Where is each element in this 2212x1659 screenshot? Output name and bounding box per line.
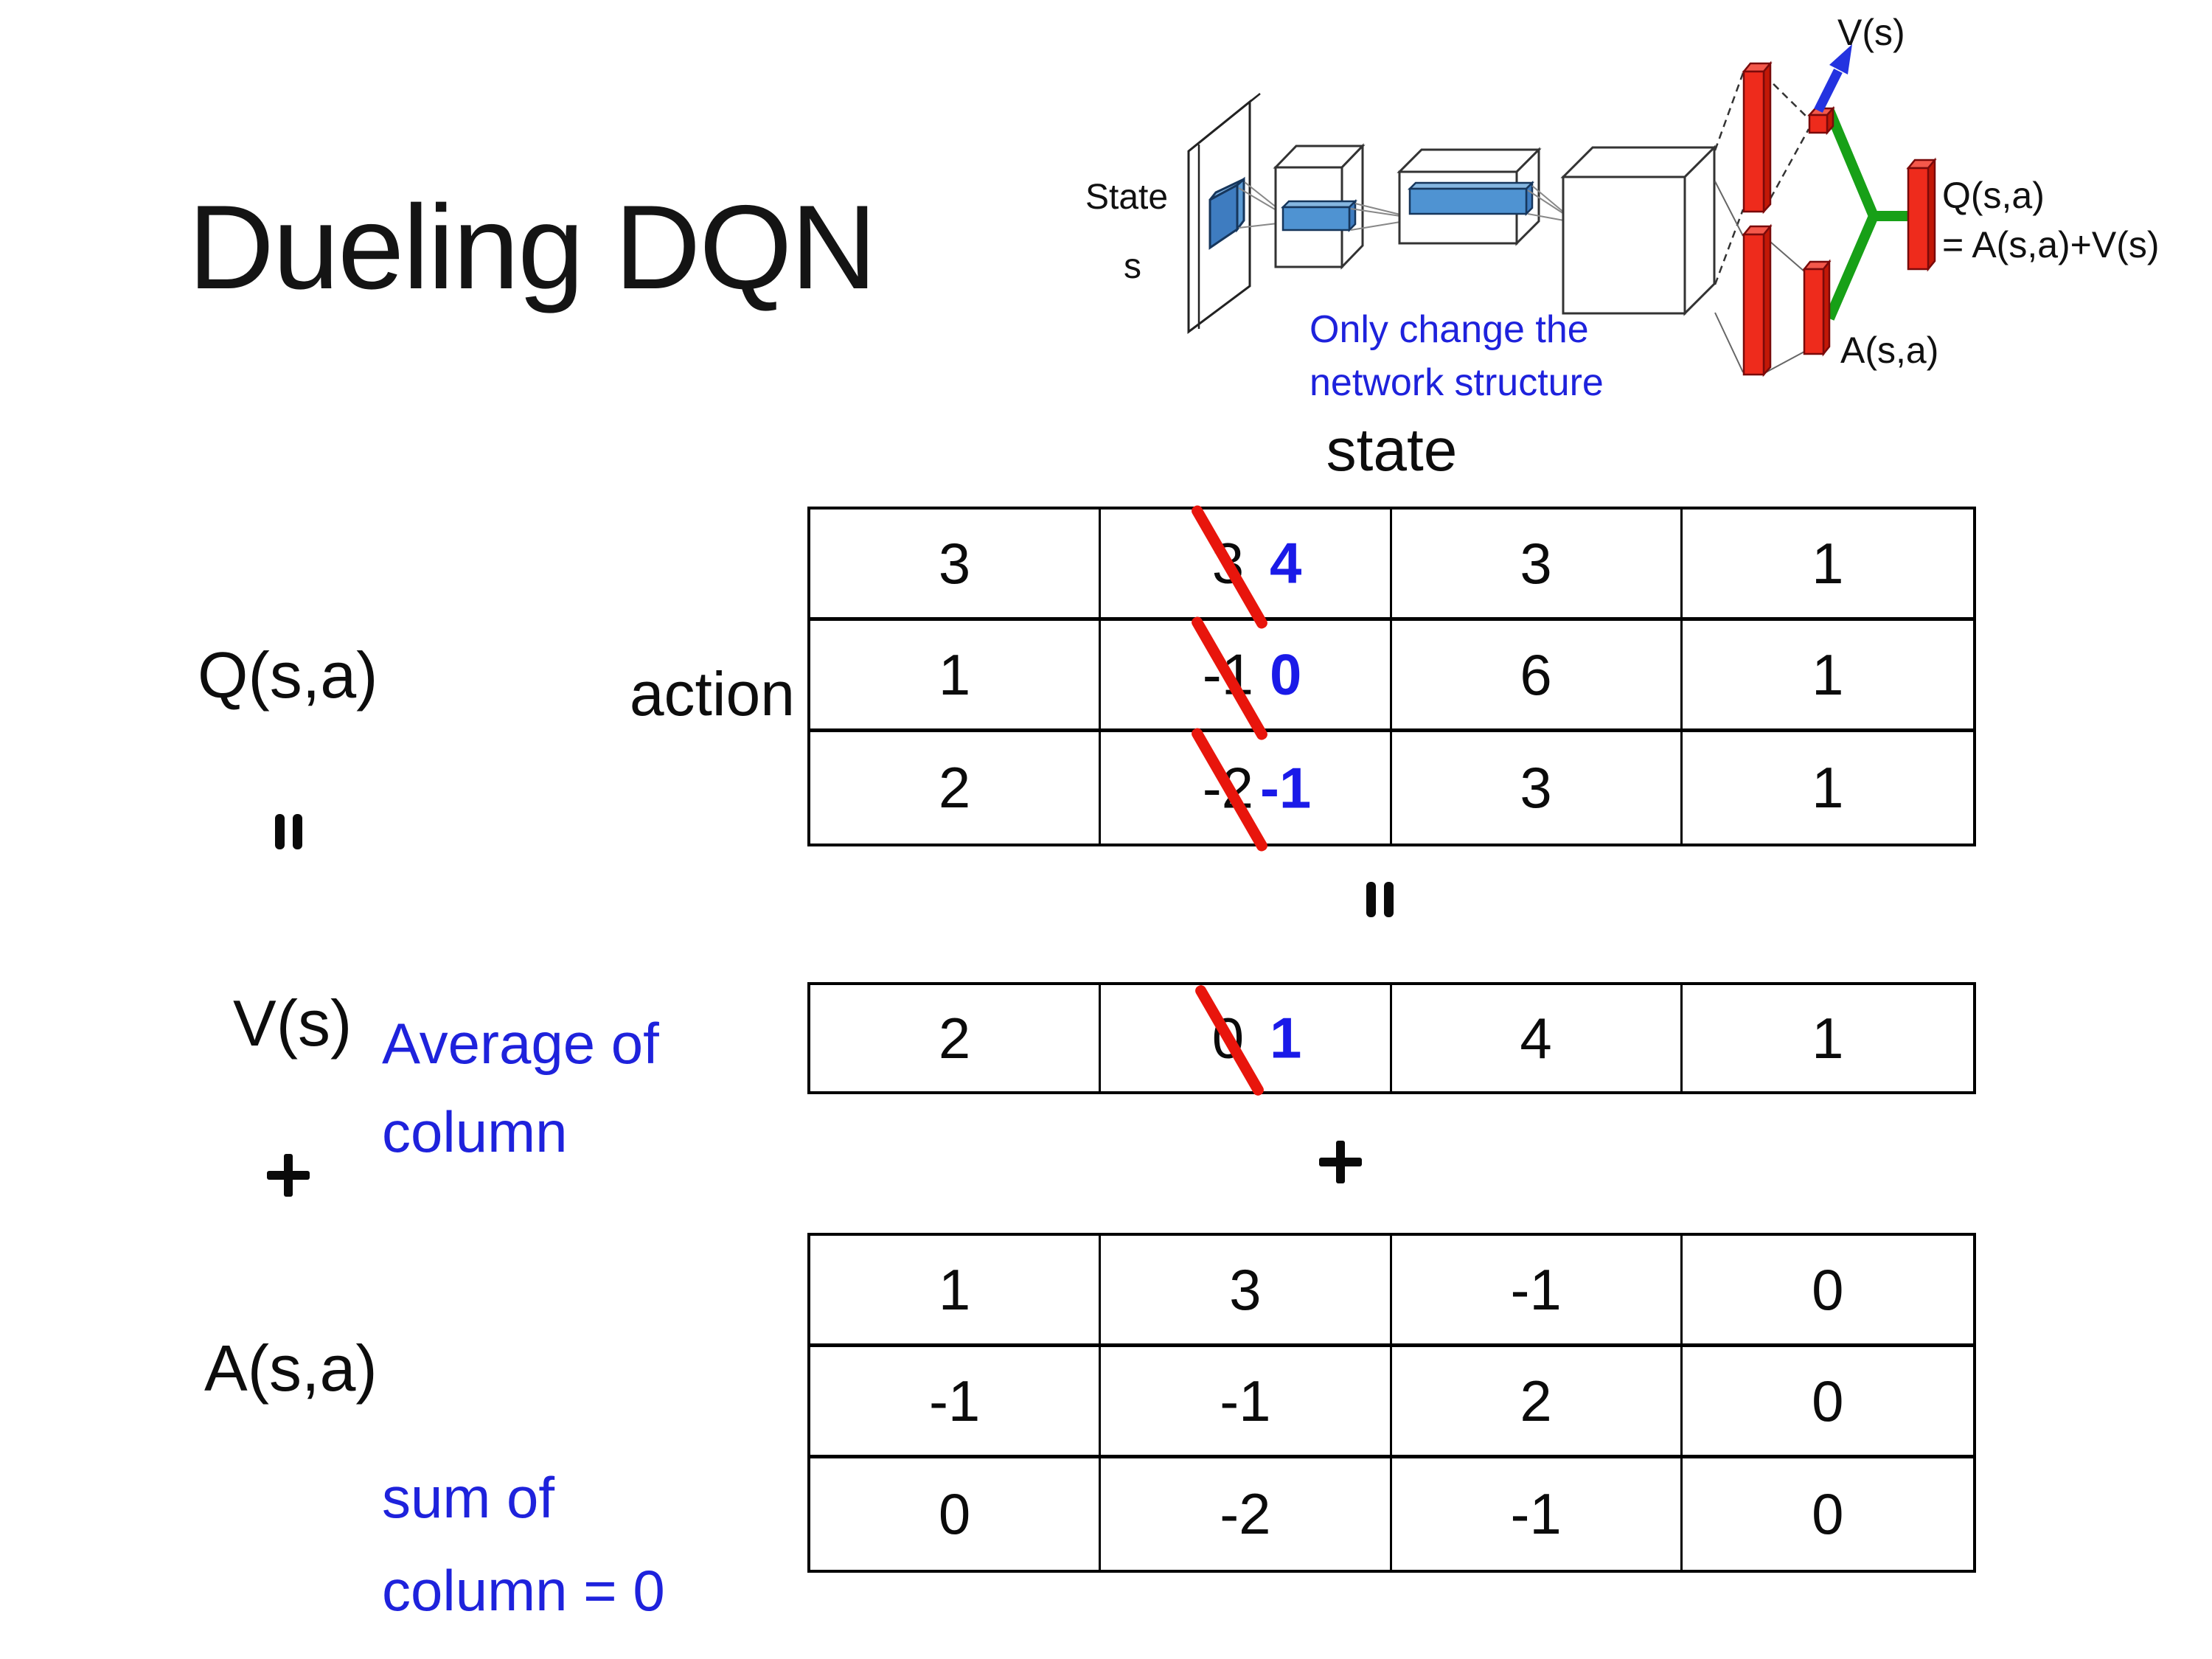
conv-feature-wedge-icon xyxy=(1208,176,1245,250)
diagram-state-label: State xyxy=(1085,178,1168,217)
fc-dashed-lines xyxy=(1714,72,1810,285)
q-cell-1-0: 1 xyxy=(810,621,1102,732)
equals-rotated-center-icon xyxy=(1366,882,1394,917)
q-cell-0-1: 3 4 xyxy=(1101,503,1392,631)
projection-lines-2 xyxy=(1350,203,1401,231)
diagram-q-out-label: Q(s,a) xyxy=(1942,175,2045,216)
q-output-bar xyxy=(1906,157,1937,272)
a-cell-2-2: -1 xyxy=(1392,1458,1683,1570)
q-term-label: Q(s,a) xyxy=(198,639,378,712)
a-cell-2-1: -2 xyxy=(1101,1458,1392,1570)
diagram-q-out-formula: = A(s,a)+V(s) xyxy=(1942,224,2160,265)
v-scalar-node xyxy=(1807,105,1835,136)
a-cell-1-0: -1 xyxy=(810,1347,1102,1458)
diagram-v-out-label: V(s) xyxy=(1837,12,1905,53)
action-axis-label: action xyxy=(629,659,795,728)
v-cell-0: 2 xyxy=(810,985,1102,1091)
a-cell-1-3: 0 xyxy=(1682,1347,1973,1458)
conv-box-3-shape xyxy=(1560,145,1717,316)
a-cell-2-3: 0 xyxy=(1812,1481,1844,1546)
q-cell-2-0: 2 xyxy=(810,732,1102,844)
fc-bar-bottom xyxy=(1742,223,1773,378)
v-cell-2: 4 xyxy=(1392,985,1683,1091)
a-cell-1-1: -1 xyxy=(1101,1347,1392,1458)
feature-brick-2-icon xyxy=(1407,180,1535,217)
new-value: 4 xyxy=(1269,530,1302,596)
state-axis-label: state xyxy=(1326,417,1458,484)
a-cell-0-2: -1 xyxy=(1391,1236,1683,1347)
diagram-note-line1: Only change the xyxy=(1310,308,1589,351)
new-value: 1 xyxy=(1269,1005,1302,1071)
a-cell-0-3: 0 xyxy=(1682,1236,1973,1347)
diagram-note-line2: network structure xyxy=(1310,361,1604,404)
a-cell-2-0: 0 xyxy=(810,1458,1102,1570)
diagram-a-out-label: A(s,a) xyxy=(1840,330,1938,371)
v-cell-1: 0 1 xyxy=(1101,983,1392,1098)
q-table: 3 3 4 3 1 1 -1 0 6 1 2 -2 -1 3 1 xyxy=(807,503,1976,854)
a-table: 1 3 -1 0 -1 -1 2 0 0 -2 -1 0 xyxy=(807,1233,1976,1573)
v-cell-3: 1 xyxy=(1812,1005,1844,1071)
q-cell-2-2: 3 xyxy=(1392,732,1683,844)
q-cell-1-1: -1 0 xyxy=(1101,614,1392,742)
equals-rotated-left-icon xyxy=(275,814,302,849)
projection-lines-3 xyxy=(1527,185,1565,221)
new-value: -1 xyxy=(1259,755,1312,820)
a-cell-1-2: 2 xyxy=(1391,1347,1683,1458)
q-cell-0-2: 3 xyxy=(1391,509,1683,621)
v-table: 2 0 1 4 1 xyxy=(807,982,1976,1098)
plus-left-icon xyxy=(267,1154,310,1197)
v-term-label: V(s) xyxy=(233,987,352,1060)
merge-y-connector xyxy=(1824,108,1910,321)
fc-bar-top xyxy=(1742,60,1773,215)
dueling-network-diagram: State s Only change the network structur… xyxy=(1085,12,2160,404)
feature-brick-1-icon xyxy=(1280,198,1358,233)
page-title: Dueling DQN xyxy=(188,181,877,314)
a-cell-0-1: 3 xyxy=(1101,1236,1392,1347)
q-cell-2-1: -2 -1 xyxy=(1101,726,1392,854)
q-cell-0-3: 1 xyxy=(1682,509,1973,621)
q-cell-1-3: 1 xyxy=(1682,621,1973,732)
v-arrow-icon xyxy=(1814,44,1852,113)
plus-center-icon xyxy=(1319,1141,1362,1183)
q-cell-0-0: 3 xyxy=(810,509,1102,621)
q-cell-1-2: 6 xyxy=(1391,621,1683,732)
diagram-s-label: s xyxy=(1124,247,1141,286)
a-term-label: A(s,a) xyxy=(204,1332,378,1405)
q-cell-2-3: 1 xyxy=(1812,755,1844,820)
a-cell-0-0: 1 xyxy=(810,1236,1102,1347)
a-vector-bar xyxy=(1802,259,1832,357)
new-value: 0 xyxy=(1269,641,1302,707)
